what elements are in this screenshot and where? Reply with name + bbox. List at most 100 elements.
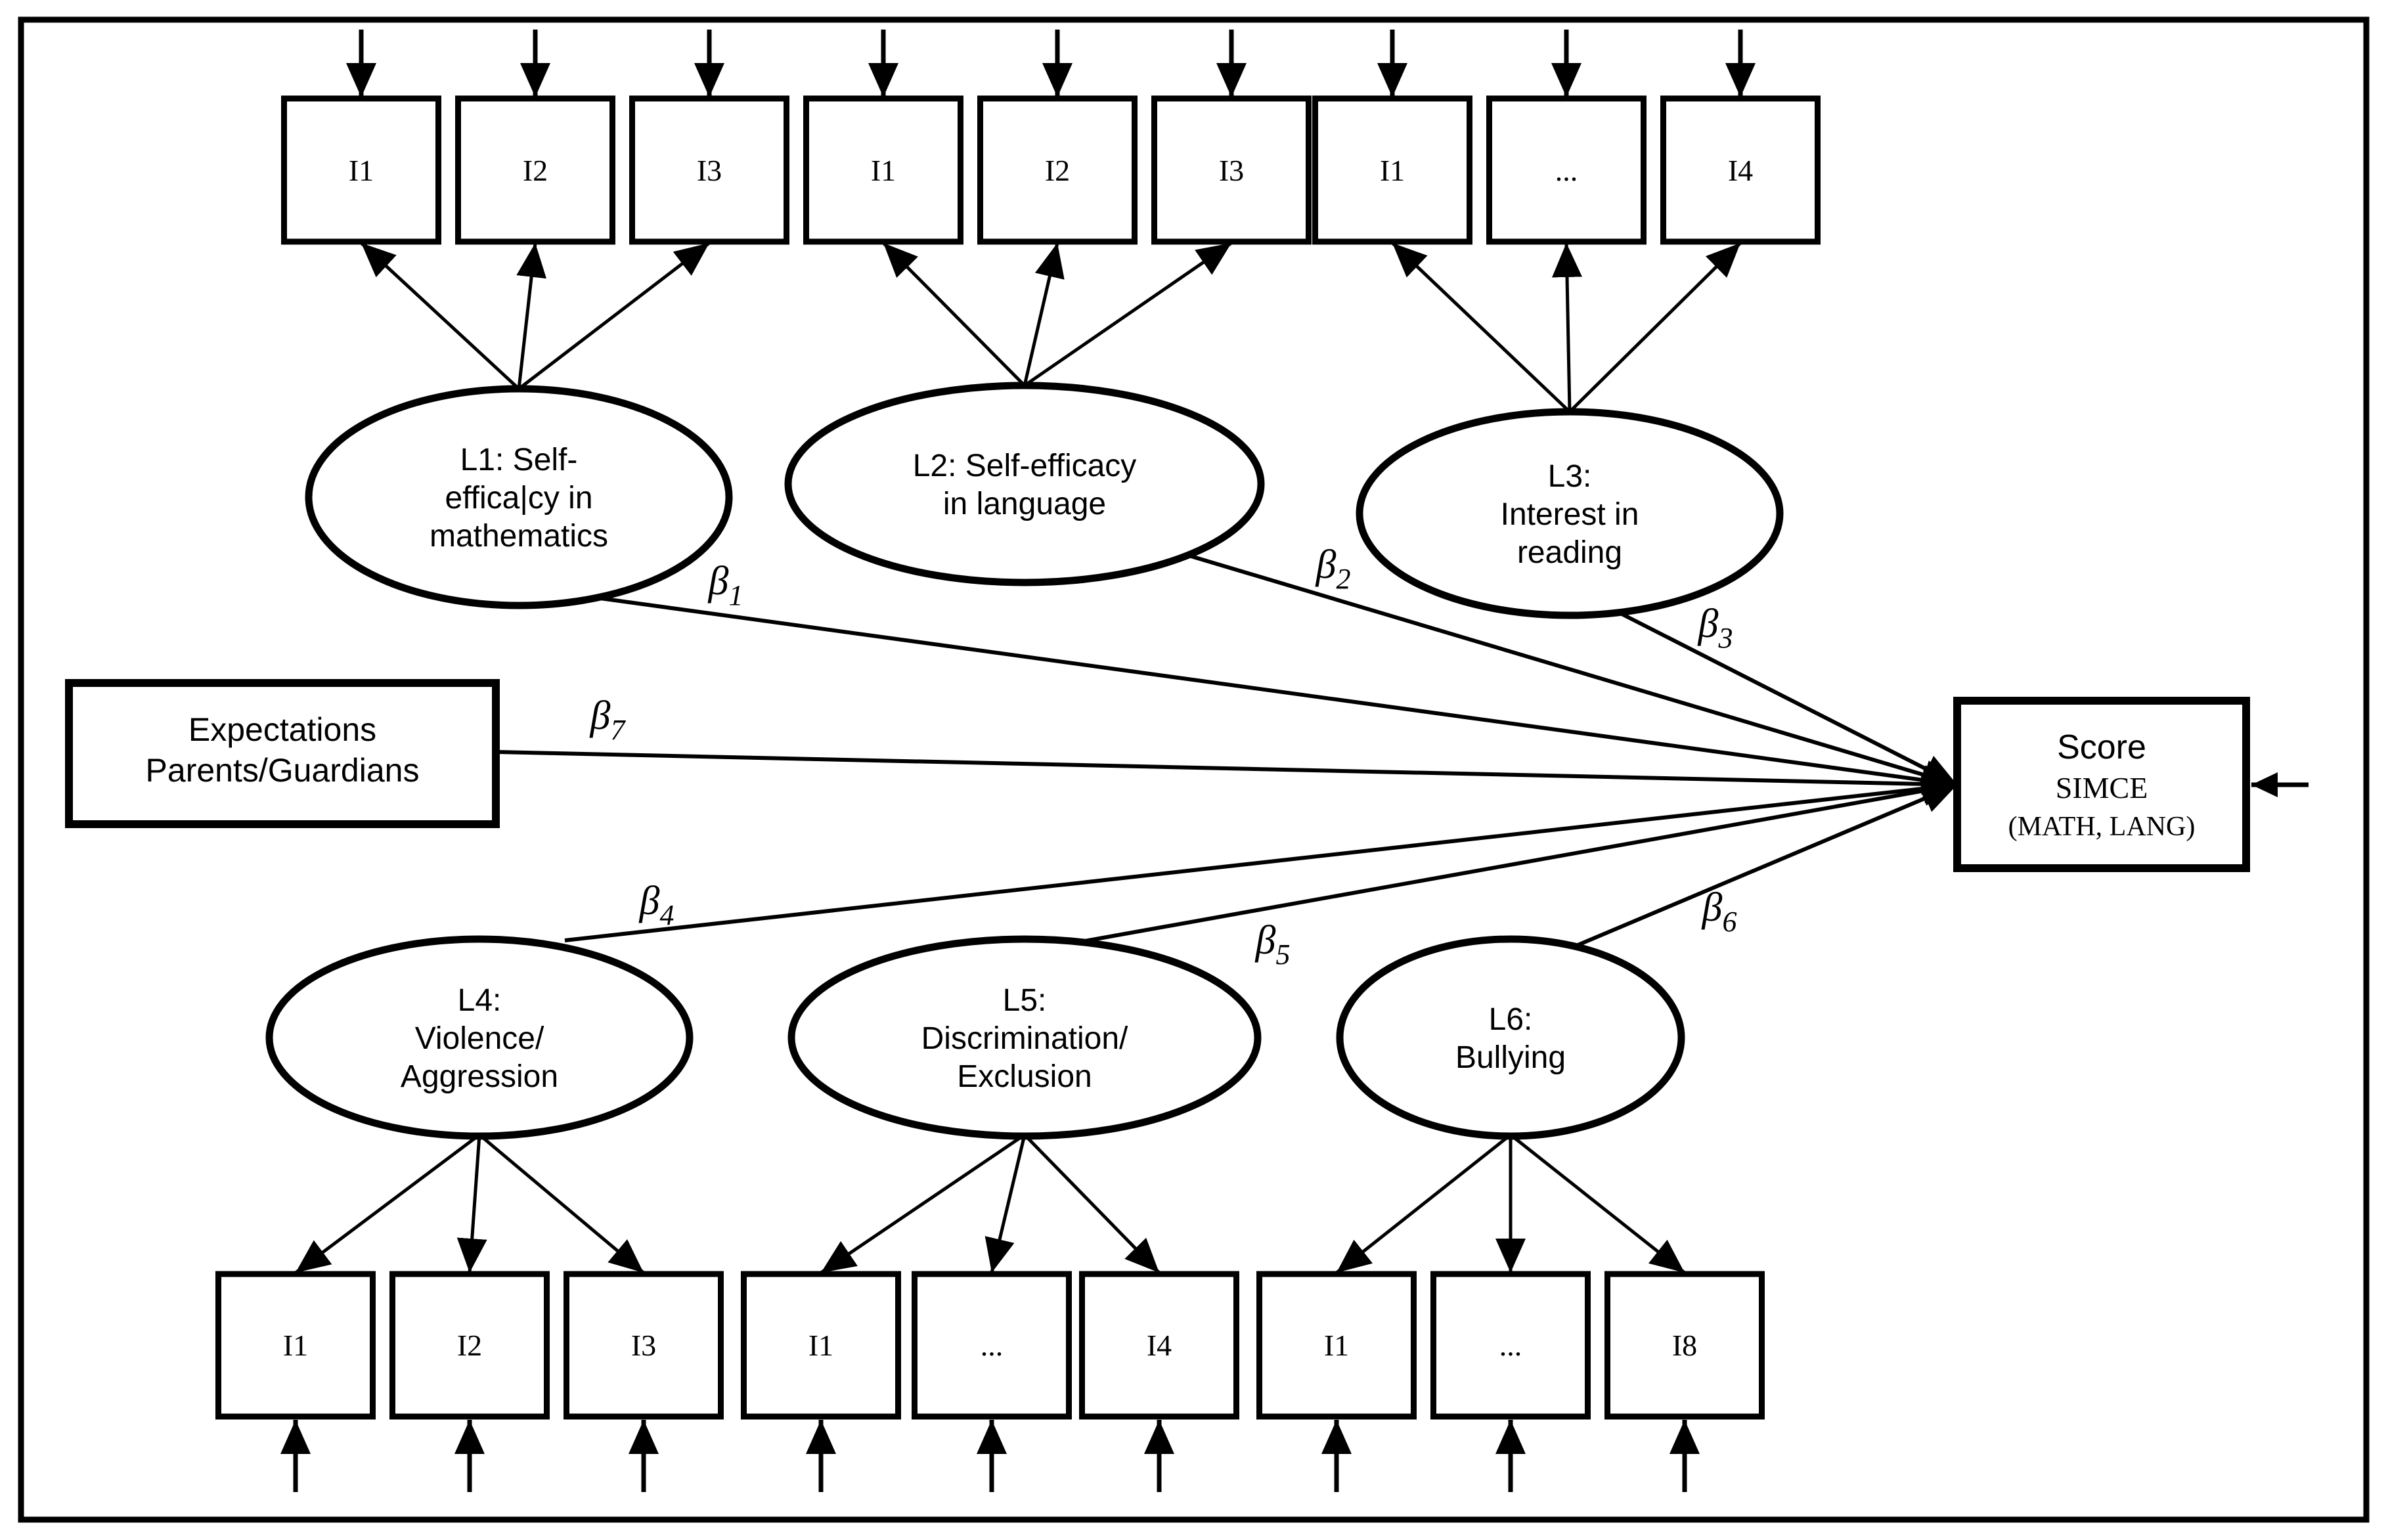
loading-arrows-bottom	[294, 1133, 1686, 1275]
indicator-rect	[629, 95, 789, 245]
indicator-label: I8	[1672, 1329, 1697, 1362]
latent-ellipse	[265, 935, 694, 1140]
indicator-rect	[564, 1271, 724, 1420]
loading-arrow	[1023, 242, 1065, 386]
score-title: Score	[2057, 728, 2146, 766]
path-expectations-to-score	[495, 750, 1958, 799]
latent-label-line: Aggression	[401, 1059, 558, 1094]
loading-arrow	[820, 1133, 1026, 1275]
path-L4-to-score	[564, 773, 1958, 942]
path-L1-to-score	[571, 592, 1958, 795]
indicator-box: I1	[281, 30, 441, 245]
indicator-box: I2	[455, 30, 615, 245]
indicator-rect	[389, 1271, 550, 1420]
loading-arrow	[1023, 1133, 1161, 1274]
indicator-rect	[1486, 95, 1647, 245]
beta6-label: β6	[1702, 885, 1737, 938]
score-subtitle2: (MATH, LANG)	[2008, 812, 2196, 842]
indicator-label: I2	[457, 1329, 482, 1362]
latent-label-line: effica|cy in	[445, 481, 592, 516]
indicator-label: I1	[1380, 154, 1405, 187]
latent-label-line: Exclusion	[957, 1059, 1092, 1094]
expectations-label-line: Expectations	[188, 711, 376, 748]
indicator-box: ...	[1430, 1271, 1591, 1492]
path-L2-to-score	[1175, 550, 1958, 790]
latent-label-line: L4:	[458, 983, 502, 1018]
indicator-rect	[215, 1271, 376, 1420]
loading-arrow	[1568, 242, 1742, 413]
beta7-label: β7	[590, 693, 627, 746]
latent-label-line: in language	[943, 487, 1106, 521]
loading-arrow	[1335, 1133, 1512, 1274]
indicator-box: I2	[977, 30, 1138, 245]
indicator-rect	[977, 95, 1138, 245]
structural-paths	[495, 550, 1958, 948]
indicator-rect	[1079, 1271, 1239, 1420]
latent-label-line: Discrimination/	[921, 1021, 1128, 1056]
indicator-rect	[741, 1271, 901, 1420]
indicator-label: I1	[283, 1329, 308, 1362]
path-L5-to-score	[1076, 776, 1958, 944]
indicator-rect	[1151, 95, 1312, 245]
latent-L4: L4: Violence/ Aggression	[265, 935, 694, 1140]
score-box: Score SIMCE (MATH, LANG)	[1953, 697, 2309, 872]
figure-border	[18, 16, 2370, 1523]
beta3-label: β3	[1698, 602, 1733, 654]
indicator-label: I3	[631, 1329, 656, 1362]
loading-arrow	[882, 242, 1026, 387]
loading-arrow	[984, 1134, 1027, 1273]
indicator-box: I3	[564, 1271, 724, 1492]
latent-L5: L5: Discrimination/ Exclusion	[787, 935, 1262, 1140]
indicator-label: I3	[1219, 154, 1244, 187]
bottom-indicator-row: I1 I2 I3 I1 ... I4 I	[215, 1271, 1765, 1492]
indicator-box: I8	[1604, 1271, 1765, 1492]
latent-label-line: L6:	[1489, 1002, 1533, 1037]
indicator-rect	[455, 95, 615, 245]
indicator-label: I1	[1324, 1329, 1349, 1362]
indicator-rect	[1604, 1271, 1765, 1420]
latent-L2: L2: Self-efficacy in language	[784, 382, 1265, 586]
loading-arrow	[360, 242, 520, 390]
indicator-box: I2	[389, 1271, 550, 1492]
latent-label-line: L2: Self-efficacy	[913, 449, 1137, 483]
indicator-rect	[1660, 95, 1821, 245]
score-rect	[1953, 697, 2250, 872]
loading-arrow	[1509, 1133, 1686, 1274]
top-indicator-row: I1 I2 I3 I1 I2 I3 I1	[281, 30, 1821, 245]
latent-label-line: Bullying	[1455, 1040, 1566, 1075]
indicator-label: I1	[808, 1329, 833, 1362]
indicator-label: I2	[1045, 154, 1070, 187]
indicator-label: I2	[523, 154, 548, 187]
indicator-box: I1	[803, 30, 963, 245]
beta1-label: β1	[708, 559, 743, 611]
latent-ellipse	[1356, 408, 1784, 619]
indicator-box: I3	[1151, 30, 1312, 245]
path-L3-to-score	[1601, 602, 1958, 787]
expectations-rect	[65, 679, 500, 828]
latent-ellipse	[1336, 935, 1685, 1140]
loading-arrow	[478, 1133, 645, 1274]
path-L6-to-score	[1575, 783, 1958, 948]
loading-arrows-top	[360, 241, 1742, 413]
expectations-box: Expectations Parents/Guardians	[65, 679, 500, 828]
loading-arrow	[1023, 241, 1233, 387]
loading-arrow	[294, 1133, 481, 1274]
indicator-box: I4	[1079, 1271, 1239, 1492]
indicator-rect	[803, 95, 963, 245]
beta2-label: β2	[1316, 542, 1351, 595]
indicator-box: I1	[215, 1271, 376, 1492]
indicator-label: ...	[1499, 1329, 1522, 1362]
loading-arrow	[1391, 242, 1571, 413]
score-subtitle: SIMCE	[2056, 771, 2148, 804]
loading-arrow	[1552, 242, 1583, 412]
loading-arrow	[456, 1134, 487, 1273]
latent-ellipse	[784, 382, 1265, 586]
expectations-label-line: Parents/Guardians	[146, 752, 420, 789]
latent-label-line: Interest in	[1501, 497, 1639, 532]
indicator-label: I4	[1728, 154, 1753, 187]
loading-arrow	[518, 242, 711, 390]
latent-label-line: mathematics	[430, 519, 608, 554]
beta-labels: β1 β2 β3 β7 β4 β5 β6	[590, 542, 1737, 971]
